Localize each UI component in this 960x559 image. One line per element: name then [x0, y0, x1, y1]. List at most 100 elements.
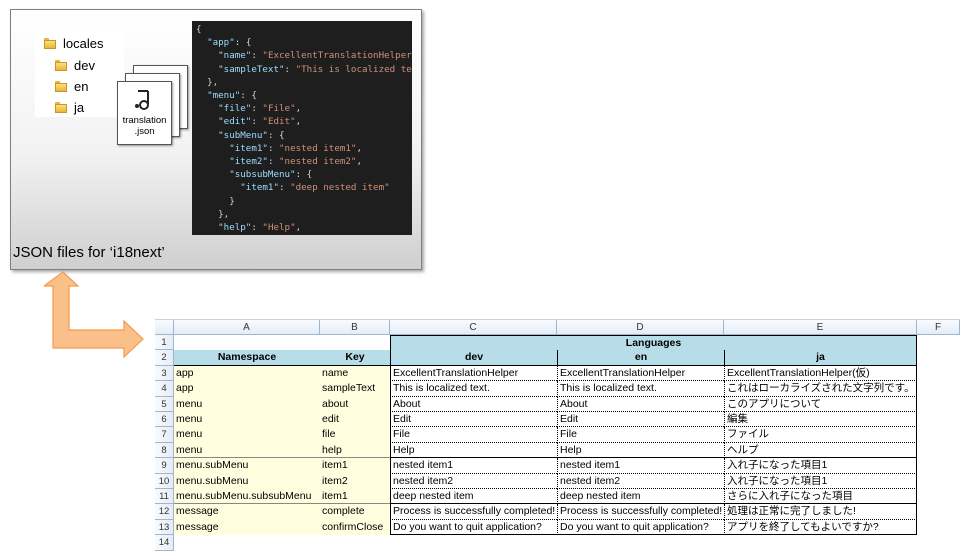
- code-token: "item1": [240, 182, 279, 194]
- row-header[interactable]: 8: [155, 442, 174, 459]
- row-header[interactable]: 11: [155, 489, 174, 505]
- cell-namespace[interactable]: menu: [174, 427, 320, 443]
- code-line: }: [196, 195, 412, 208]
- row-header[interactable]: 7: [155, 427, 174, 443]
- select-all-corner[interactable]: [155, 320, 174, 335]
- cell-en[interactable]: Process is successfully completed!: [557, 504, 724, 520]
- code-token: [196, 222, 218, 233]
- cell-namespace[interactable]: message: [174, 519, 320, 536]
- row-header[interactable]: 1: [155, 335, 174, 351]
- sheet-toolbar-strip: [155, 312, 960, 320]
- code-token: "ExcellentTranslationHelper": [262, 50, 412, 62]
- code-token: "This is localized text.": [295, 63, 412, 75]
- cell-namespace[interactable]: menu.subMenu.subsubMenu: [174, 489, 320, 505]
- header-cell-en[interactable]: en: [557, 350, 724, 366]
- cell-key[interactable]: edit: [320, 412, 390, 428]
- cell-en[interactable]: Do you want to quit application?: [557, 519, 724, 536]
- code-line: "name": "ExcellentTranslationHelper",: [196, 49, 412, 62]
- folder-ja: ja: [55, 98, 84, 116]
- cell-ja[interactable]: 処理は正常に完了しました!: [724, 504, 917, 520]
- row-header[interactable]: 12: [155, 504, 174, 520]
- cell-dev[interactable]: nested item1: [390, 458, 557, 474]
- cell-en[interactable]: nested item1: [557, 458, 724, 474]
- cell-ja[interactable]: さらに入れ子になった項目: [724, 489, 917, 505]
- cell-ja[interactable]: 入れ子になった項目1: [724, 473, 917, 489]
- cell-key[interactable]: item1: [320, 489, 390, 505]
- cell-key[interactable]: name: [320, 365, 390, 382]
- languages-header-cell[interactable]: Languages: [390, 335, 917, 351]
- cell-ja[interactable]: アプリを終了してもよいですか?: [724, 519, 917, 536]
- column-header-d[interactable]: D: [557, 320, 724, 335]
- cell-key[interactable]: help: [320, 442, 390, 459]
- cell-namespace[interactable]: menu: [174, 396, 320, 412]
- column-header-a[interactable]: A: [174, 320, 320, 335]
- cell-namespace[interactable]: message: [174, 504, 320, 520]
- row-header[interactable]: 14: [155, 535, 174, 551]
- cell-dev[interactable]: Help: [390, 442, 557, 459]
- code-token: : {: [295, 169, 313, 181]
- cell-namespace[interactable]: menu: [174, 442, 320, 459]
- cell-ja[interactable]: ヘルプ: [724, 442, 917, 459]
- cell-namespace[interactable]: app: [174, 365, 320, 382]
- row-header[interactable]: 10: [155, 473, 174, 489]
- cell-en[interactable]: This is localized text.: [557, 381, 724, 397]
- row-header[interactable]: 9: [155, 458, 174, 474]
- cell-en[interactable]: ExcellentTranslationHelper: [557, 365, 724, 382]
- column-header-e[interactable]: E: [724, 320, 917, 335]
- row-header[interactable]: 4: [155, 381, 174, 397]
- column-header-f[interactable]: F: [917, 320, 960, 335]
- code-token: "nested item1": [279, 142, 357, 154]
- cell-ja[interactable]: ExcellentTranslationHelper(仮): [724, 365, 917, 382]
- row-header[interactable]: 2: [155, 350, 174, 366]
- cell-key[interactable]: complete: [320, 504, 390, 520]
- code-token: "name": [218, 50, 252, 62]
- row-header[interactable]: 6: [155, 412, 174, 428]
- cell-dev[interactable]: ExcellentTranslationHelper: [390, 365, 557, 382]
- cell-key[interactable]: item2: [320, 473, 390, 489]
- cell-ja[interactable]: これはローカライズされた文字列です。: [724, 381, 917, 397]
- code-token: "help": [218, 222, 252, 234]
- cell-key[interactable]: item1: [320, 458, 390, 474]
- cell-namespace[interactable]: menu.subMenu: [174, 473, 320, 489]
- folder-en: en: [55, 77, 88, 95]
- cell-ja[interactable]: 入れ子になった項目1: [724, 458, 917, 474]
- cell-key[interactable]: confirmClose: [320, 519, 390, 536]
- cell-en[interactable]: nested item2: [557, 473, 724, 489]
- cell-ja[interactable]: 編集: [724, 412, 917, 428]
- cell-dev[interactable]: File: [390, 427, 557, 443]
- cell-namespace[interactable]: menu: [174, 412, 320, 428]
- code-token: "sampleText": [218, 63, 285, 75]
- row-header[interactable]: 5: [155, 396, 174, 412]
- empty-cell[interactable]: [174, 335, 390, 351]
- cell-ja[interactable]: ファイル: [724, 427, 917, 443]
- cell-en[interactable]: deep nested item: [557, 489, 724, 505]
- cell-en[interactable]: File: [557, 427, 724, 443]
- cell-dev[interactable]: This is localized text.: [390, 381, 557, 397]
- header-cell-namespace[interactable]: Namespace: [174, 350, 320, 366]
- cell-dev[interactable]: Edit: [390, 412, 557, 428]
- column-header-c[interactable]: C: [390, 320, 557, 335]
- cell-key[interactable]: file: [320, 427, 390, 443]
- cell-namespace[interactable]: app: [174, 381, 320, 397]
- cell-en[interactable]: Edit: [557, 412, 724, 428]
- cell-dev[interactable]: About: [390, 396, 557, 412]
- row-header[interactable]: 3: [155, 365, 174, 382]
- cell-en[interactable]: Help: [557, 442, 724, 459]
- row-header[interactable]: 13: [155, 519, 174, 536]
- header-cell-dev[interactable]: dev: [390, 350, 557, 366]
- cell-dev[interactable]: nested item2: [390, 473, 557, 489]
- header-cell-ja[interactable]: ja: [724, 350, 917, 366]
- cell-ja[interactable]: このアプリについて: [724, 396, 917, 412]
- column-header-b[interactable]: B: [320, 320, 390, 335]
- cell-key[interactable]: sampleText: [320, 381, 390, 397]
- header-cell-key[interactable]: Key: [320, 350, 390, 366]
- cell-dev[interactable]: Process is successfully completed!: [390, 504, 557, 520]
- folder-label: dev: [74, 57, 95, 73]
- cell-namespace[interactable]: menu.subMenu: [174, 458, 320, 474]
- code-token: "subMenu": [218, 129, 268, 141]
- cell-dev[interactable]: Do you want to quit application?: [390, 519, 557, 536]
- json-file-icon: [135, 90, 149, 110]
- cell-key[interactable]: about: [320, 396, 390, 412]
- cell-en[interactable]: About: [557, 396, 724, 412]
- cell-dev[interactable]: deep nested item: [390, 489, 557, 505]
